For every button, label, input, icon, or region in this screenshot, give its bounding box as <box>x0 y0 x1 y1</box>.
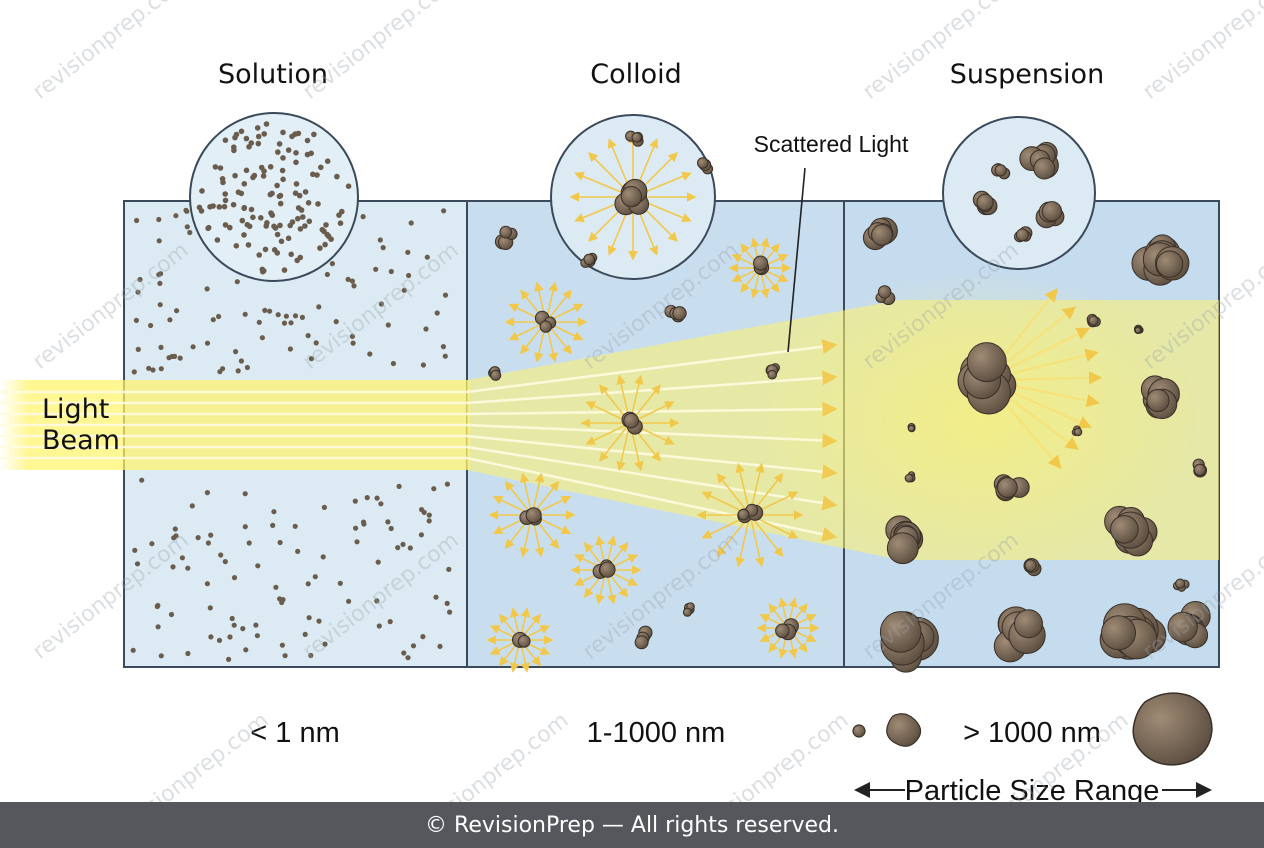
heading-suspension: Suspension <box>950 59 1104 90</box>
solution-magnifier <box>189 112 359 282</box>
watermark-text: revisionprep.com <box>28 0 193 105</box>
size-colloid: 1-1000 nm <box>587 717 726 749</box>
colloid-particles <box>486 225 820 673</box>
solution-particles <box>130 207 453 663</box>
size-suspension: > 1000 nm <box>963 717 1101 749</box>
heading-solution: Solution <box>218 59 328 90</box>
footer-copyright: © RevisionPrep — All rights reserved. <box>0 802 1264 848</box>
light-beam-label-2: Beam <box>42 425 120 456</box>
suspension-particles <box>862 217 1211 673</box>
heading-colloid: Colloid <box>590 59 682 90</box>
light-beam <box>0 270 1219 570</box>
watermark-text: revisionprep.com <box>1138 0 1264 105</box>
scattered-light-pointer <box>787 167 806 353</box>
range-label: Particle Size Range <box>905 775 1160 807</box>
light-beam-label-1: Light <box>42 394 109 425</box>
scattered-light-label: Scattered Light <box>754 131 909 157</box>
suspension-magnifier <box>942 116 1096 270</box>
size-solution: < 1 nm <box>250 717 339 749</box>
colloid-magnifier <box>550 114 716 280</box>
watermark-text: revisionprep.com <box>298 0 463 105</box>
size-scale-particles <box>852 692 1213 766</box>
